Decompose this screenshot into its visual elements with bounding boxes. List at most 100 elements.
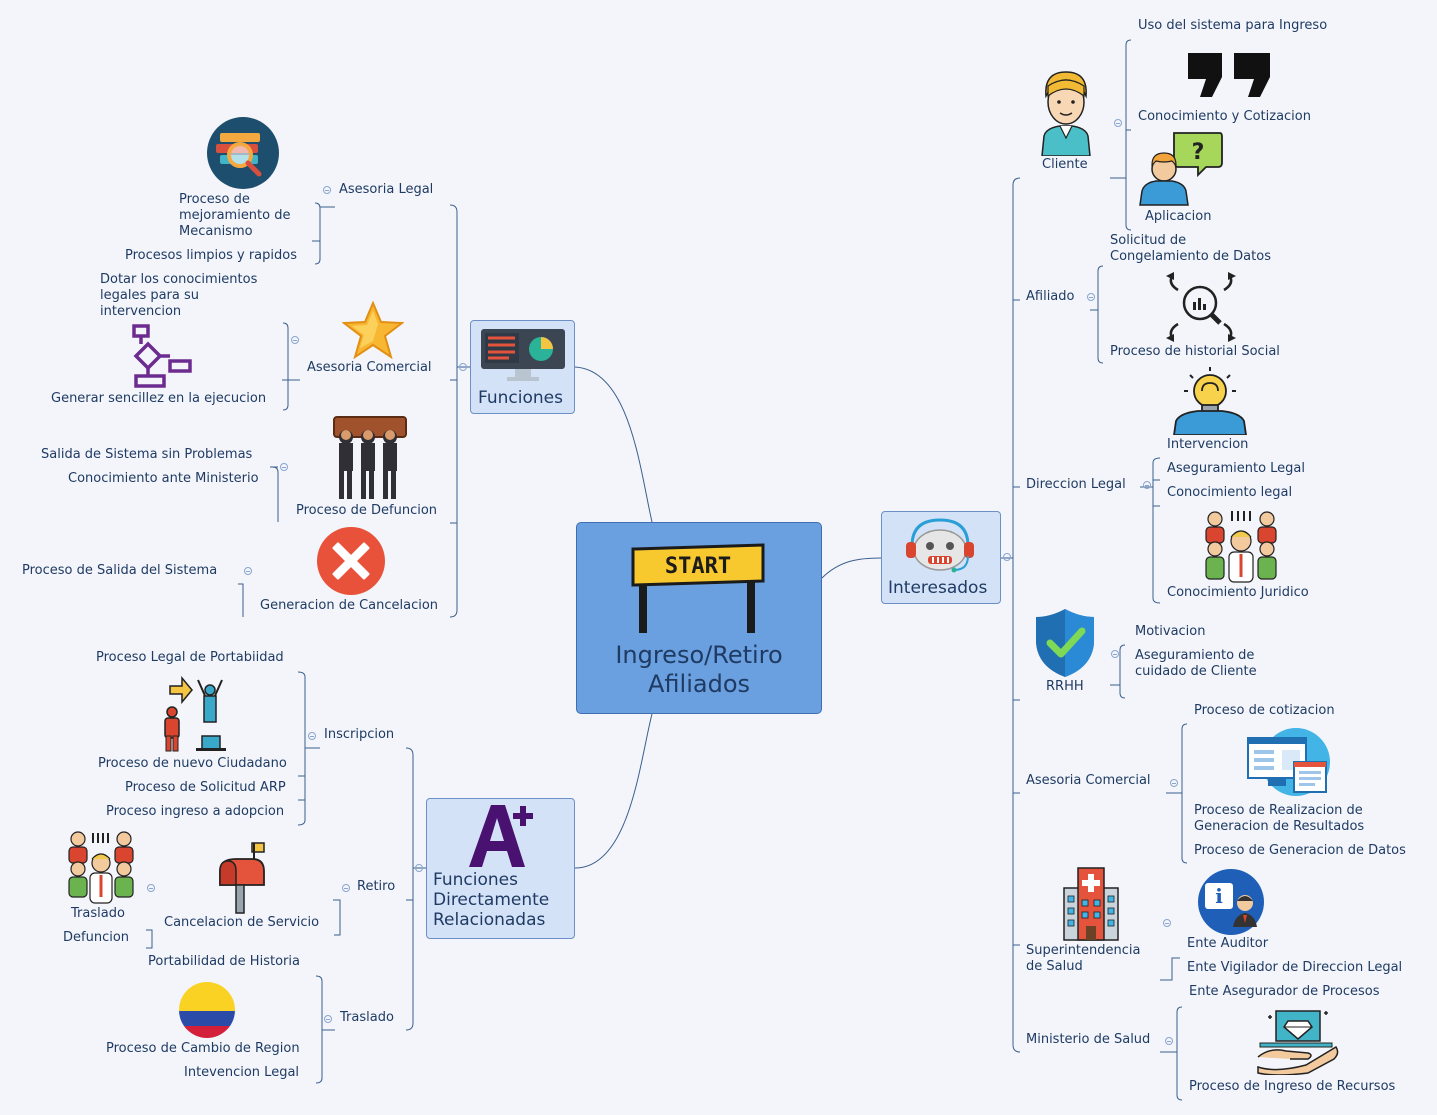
hand-diamond-icon — [1257, 1010, 1339, 1075]
traslado-label[interactable]: Traslado — [71, 906, 125, 921]
start-sign-icon: START — [631, 543, 765, 633]
ministerio-salud-label[interactable]: Ministerio de Salud — [1026, 1032, 1151, 1047]
proceso-realizacion-label[interactable]: Proceso de Realizacion de Generacion de … — [1194, 803, 1365, 834]
portabilidad-historia-label[interactable]: Portabilidad de Historia — [148, 954, 300, 969]
interesados-label: Interesados — [888, 578, 988, 598]
conocimiento-cotizacion-label[interactable]: Conocimiento y Cotizacion — [1138, 109, 1311, 124]
root-topic-ingreso-retiro-afiliados[interactable]: START Ingreso/Retiro Afiliados — [576, 522, 822, 714]
quote-marks-icon — [1188, 53, 1270, 97]
collapse-toggle-icon[interactable] — [459, 363, 467, 371]
collapse-toggle-icon[interactable] — [1003, 553, 1011, 561]
intervencion-label[interactable]: Intervencion — [1167, 437, 1249, 452]
ente-asegurador-label[interactable]: Ente Asegurador de Procesos — [1189, 984, 1380, 999]
collapse-toggle-icon[interactable] — [1111, 650, 1119, 658]
proceso-ingreso-adopcion-label[interactable]: Proceso ingreso a adopcion — [106, 804, 285, 819]
intevencion-legal-label[interactable]: Intevencion Legal — [184, 1065, 300, 1080]
conocimiento-juridico-label[interactable]: Conocimiento Juridico — [1167, 585, 1309, 600]
start-sign-text: START — [665, 554, 731, 579]
client-person-icon — [1041, 71, 1091, 156]
uso-sistema-label[interactable]: Uso del sistema para Ingreso — [1138, 18, 1328, 33]
aseguramiento-legal-label[interactable]: Aseguramiento Legal — [1167, 461, 1306, 476]
traslado-branch-label[interactable]: Traslado — [340, 1010, 394, 1025]
defuncion-label[interactable]: Defuncion — [63, 930, 130, 945]
cancelacion-servicio-label[interactable]: Cancelacion de Servicio — [164, 915, 320, 930]
motivacion-label[interactable]: Motivacion — [1135, 624, 1206, 639]
idea-bulb-person-icon — [1173, 367, 1247, 435]
hospital-building-icon — [1063, 867, 1119, 941]
cancel-x-icon — [317, 527, 385, 595]
cliente-label[interactable]: Cliente — [1042, 157, 1088, 172]
collapse-toggle-icon[interactable] — [244, 567, 252, 575]
collapse-toggle-icon[interactable] — [324, 1015, 332, 1023]
root-label: Ingreso/Retiro Afiliados — [615, 641, 783, 698]
collapse-toggle-icon[interactable] — [308, 732, 316, 740]
new-citizen-icon — [164, 676, 226, 752]
proceso-generacion-datos-label[interactable]: Proceso de Generacion de Datos — [1194, 843, 1406, 858]
funciones-label: Funciones — [478, 388, 563, 408]
monitor-dashboard-icon — [481, 329, 565, 381]
collapse-toggle-icon[interactable] — [1114, 119, 1122, 127]
mailbox-icon — [219, 842, 265, 914]
collapse-toggle-icon[interactable] — [342, 884, 350, 892]
generacion-cancelacion-label[interactable]: Generacion de Cancelacion — [260, 598, 439, 613]
rrhh-label[interactable]: RRHH — [1046, 679, 1084, 694]
salida-sistema-label[interactable]: Salida de Sistema sin Problemas — [41, 447, 253, 462]
proceso-legal-portabilidad-label[interactable]: Proceso Legal de Portabiidad — [96, 650, 284, 665]
proceso-nuevo-ciudadano-label[interactable]: Proceso de nuevo Ciudadano — [98, 756, 287, 771]
proceso-mejoramiento-label[interactable]: Proceso de mejoramiento de Mecanismo — [179, 192, 291, 239]
proceso-ingreso-recursos-label[interactable]: Proceso de Ingreso de Recursos — [1189, 1079, 1396, 1094]
collapse-toggle-icon[interactable] — [415, 864, 423, 872]
colombia-flag-icon — [179, 982, 235, 1038]
flowchart-icon — [132, 324, 192, 388]
shield-check-icon — [1036, 609, 1094, 677]
topic-funciones-directamente-relacionadas[interactable]: Funciones Directamente Relacionadas — [426, 798, 575, 939]
juridic-group-icon — [1205, 511, 1277, 583]
conocimiento-legal-label[interactable]: Conocimiento legal — [1167, 485, 1293, 500]
generar-sencillez-label[interactable]: Generar sencillez en la ejecucion — [51, 391, 267, 406]
collapse-toggle-icon[interactable] — [1165, 1037, 1173, 1045]
data-analysis-magnifier-icon — [1166, 272, 1236, 342]
group-people-icon — [68, 831, 134, 904]
question-user-icon: ? — [1139, 132, 1223, 206]
svg-text:i: i — [1215, 884, 1223, 908]
asesoria-comercial-right-label[interactable]: Asesoria Comercial — [1026, 773, 1151, 788]
ente-auditor-label[interactable]: Ente Auditor — [1187, 936, 1269, 951]
collapse-toggle-icon[interactable] — [280, 463, 288, 471]
topic-funciones[interactable]: Funciones — [470, 320, 575, 414]
solicitud-congelamiento-label[interactable]: Solicitud de Congelamiento de Datos — [1110, 233, 1271, 264]
relacionadas-label: Funciones Directamente Relacionadas — [433, 870, 550, 930]
ente-vigilador-label[interactable]: Ente Vigilador de Direccion Legal — [1187, 960, 1403, 975]
proceso-cambio-region-label[interactable]: Proceso de Cambio de Region — [106, 1041, 300, 1056]
proceso-solicitud-arp-label[interactable]: Proceso de Solicitud ARP — [125, 780, 286, 795]
collapse-toggle-icon[interactable] — [323, 186, 331, 194]
procesos-limpios-label[interactable]: Procesos limpios y rapidos — [125, 248, 297, 263]
asesoria-comercial-label[interactable]: Asesoria Comercial — [307, 360, 432, 375]
proceso-defuncion-label[interactable]: Proceso de Defuncion — [296, 503, 438, 518]
collapse-toggle-icon[interactable] — [1143, 481, 1151, 489]
dotar-conocimientos-label[interactable]: Dotar los conocimientos legales para su … — [100, 272, 258, 319]
aplicacion-label[interactable]: Aplicacion — [1145, 209, 1212, 224]
collapse-toggle-icon[interactable] — [1170, 779, 1178, 787]
collapse-toggle-icon[interactable] — [1087, 293, 1095, 301]
web-dashboard-icon — [1247, 728, 1330, 796]
a-plus-grade-icon — [469, 805, 533, 867]
collapse-toggle-icon[interactable] — [1163, 919, 1171, 927]
inscripcion-label[interactable]: Inscripcion — [324, 727, 395, 742]
direccion-legal-label[interactable]: Direccion Legal — [1026, 477, 1126, 492]
collapse-toggle-icon[interactable] — [291, 336, 299, 344]
afiliado-label[interactable]: Afiliado — [1026, 289, 1075, 304]
aseguramiento-cuidado-label[interactable]: Aseguramiento de cuidado de Cliente — [1135, 648, 1257, 679]
svg-text:?: ? — [1192, 140, 1205, 165]
books-search-icon — [207, 117, 279, 189]
asesoria-legal-label[interactable]: Asesoria Legal — [339, 182, 434, 197]
proceso-salida-label[interactable]: Proceso de Salida del Sistema — [22, 563, 218, 578]
superintendencia-label[interactable]: Superintendencia de Salud — [1026, 943, 1141, 974]
pallbearers-coffin-icon — [333, 416, 407, 499]
retiro-label[interactable]: Retiro — [357, 879, 396, 894]
topic-interesados[interactable]: Interesados — [881, 511, 1001, 604]
proceso-historial-social-label[interactable]: Proceso de historial Social — [1110, 344, 1280, 359]
conocimiento-ministerio-label[interactable]: Conocimiento ante Ministerio — [68, 471, 259, 486]
collapse-toggle-icon[interactable] — [147, 884, 155, 892]
proceso-cotizacion-label[interactable]: Proceso de cotizacion — [1194, 703, 1335, 718]
